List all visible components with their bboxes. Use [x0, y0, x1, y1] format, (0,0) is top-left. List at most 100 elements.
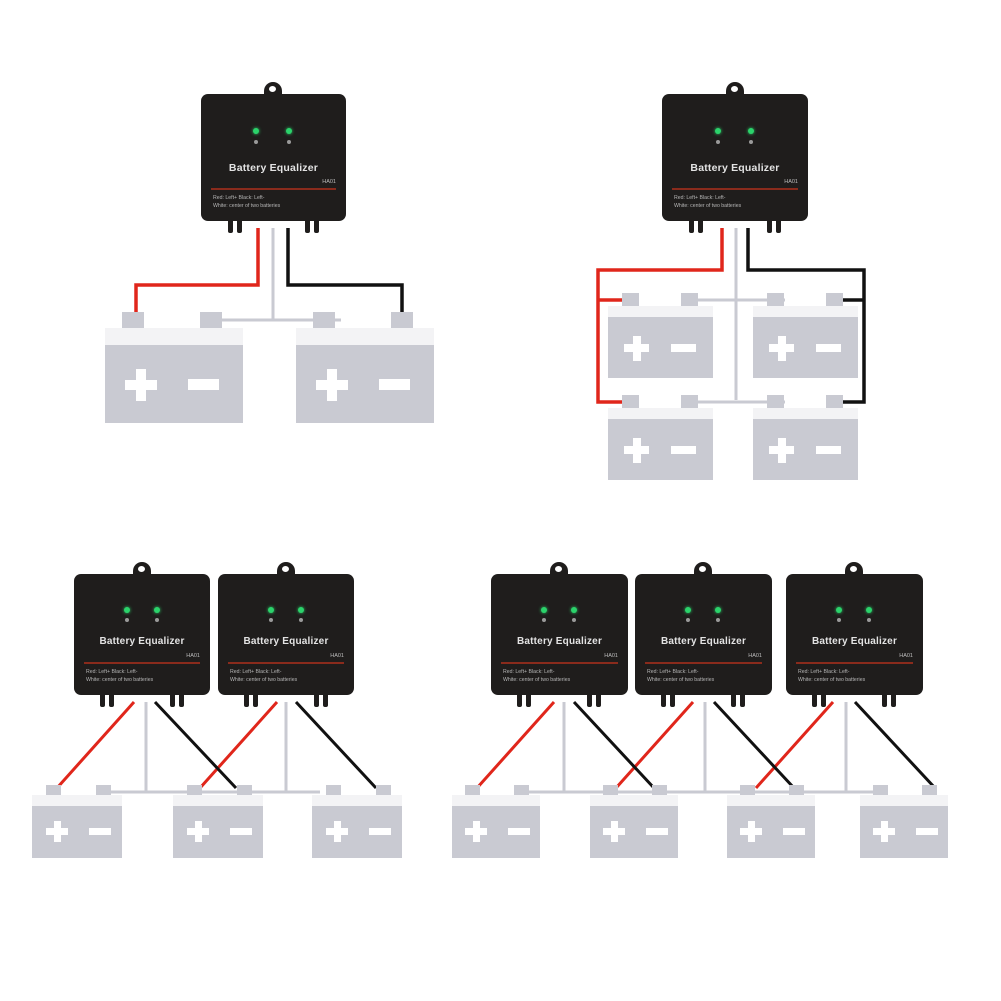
minus-icon	[783, 828, 805, 835]
terminal-leg	[517, 695, 522, 707]
negative-terminal	[681, 293, 698, 306]
wiring-note-line1: Red: Left+ Black: Left-	[798, 669, 850, 675]
positive-terminal	[740, 785, 755, 795]
equalizer-body	[491, 574, 628, 695]
led-label-mark	[572, 618, 576, 622]
terminal-leg	[767, 221, 772, 233]
negative-terminal	[391, 312, 413, 328]
battery-lid	[590, 795, 678, 806]
led-label-mark	[749, 140, 753, 144]
battery-equalizer-unit: Battery Equalizer HA01 Red: Left+ Black:…	[662, 82, 808, 237]
minus-icon	[379, 379, 410, 390]
plus-icon-vertical	[747, 821, 755, 842]
plus-icon-vertical	[632, 438, 641, 463]
equalizer-body	[786, 574, 923, 695]
plus-icon-vertical	[53, 821, 61, 842]
wiring-note-line1: Red: Left+ Black: Left-	[213, 195, 265, 201]
battery-lid	[727, 795, 815, 806]
battery-equalizer-unit: Battery Equalizer HA01 Red: Left+ Black:…	[635, 562, 772, 707]
device-title: Battery Equalizer	[660, 636, 747, 647]
led-indicator	[685, 607, 691, 613]
led-label-mark	[542, 618, 546, 622]
device-model: HA01	[604, 653, 618, 659]
battery-lid	[608, 306, 713, 317]
led-label-mark	[269, 618, 273, 622]
minus-icon	[916, 828, 938, 835]
wiring-note-line1: Red: Left+ Black: Left-	[674, 195, 726, 201]
terminal-leg	[323, 695, 328, 707]
diagram-4-batteries-wires	[596, 228, 866, 404]
negative-terminal	[376, 785, 391, 795]
equalizer-body	[201, 94, 346, 221]
wiring-note-line2: White: center of two batteries	[647, 677, 715, 683]
terminal-leg	[740, 695, 745, 707]
device-model: HA01	[330, 653, 344, 659]
led-indicator	[541, 607, 547, 613]
plus-icon-vertical	[632, 336, 641, 361]
terminal-leg	[100, 695, 105, 707]
minus-icon	[508, 828, 530, 835]
device-title: Battery Equalizer	[811, 636, 898, 647]
terminal-leg	[305, 221, 310, 233]
terminal-leg	[314, 221, 319, 233]
negative-terminal	[200, 312, 222, 328]
label-stripe	[796, 662, 913, 664]
plus-icon-vertical	[472, 821, 480, 842]
minus-icon	[816, 344, 841, 352]
battery	[753, 293, 858, 378]
led-indicator	[866, 607, 872, 613]
led-indicator	[286, 128, 292, 134]
equalizer-body	[662, 94, 808, 221]
terminal-leg	[731, 695, 736, 707]
wiring-note-line2: White: center of two batteries	[503, 677, 571, 683]
terminal-leg	[587, 695, 592, 707]
diagram-2-batteries-wires	[134, 228, 404, 322]
battery-lid	[753, 306, 858, 317]
wiring-note-line1: Red: Left+ Black: Left-	[503, 669, 555, 675]
wiring-note-line1: Red: Left+ Black: Left-	[86, 669, 138, 675]
plus-icon-vertical	[333, 821, 341, 842]
equalizer-body	[74, 574, 210, 695]
terminal-leg	[253, 695, 258, 707]
wiring-note-line2: White: center of two batteries	[86, 677, 154, 683]
terminal-leg	[228, 221, 233, 233]
led-label-mark	[716, 618, 720, 622]
wiring-note-line1: Red: Left+ Black: Left-	[230, 669, 282, 675]
battery	[753, 395, 858, 480]
led-indicator	[268, 607, 274, 613]
device-model: HA01	[899, 653, 913, 659]
minus-icon	[646, 828, 668, 835]
positive-terminal	[767, 293, 784, 306]
led-indicator	[715, 128, 721, 134]
battery-lid	[860, 795, 948, 806]
positive-terminal	[313, 312, 335, 328]
device-model: HA01	[784, 179, 798, 185]
terminal-leg	[244, 695, 249, 707]
terminal-leg	[526, 695, 531, 707]
led-label-mark	[287, 140, 291, 144]
battery-lid	[608, 408, 713, 419]
battery	[590, 785, 678, 858]
device-title: Battery Equalizer	[228, 162, 319, 174]
led-label-mark	[254, 140, 258, 144]
label-stripe	[501, 662, 618, 664]
battery	[608, 395, 713, 480]
device-model: HA01	[186, 653, 200, 659]
led-label-mark	[686, 618, 690, 622]
plus-icon-vertical	[194, 821, 202, 842]
terminal-leg	[670, 695, 675, 707]
positive-terminal	[622, 395, 639, 408]
positive-terminal	[767, 395, 784, 408]
minus-icon	[671, 344, 696, 352]
led-indicator	[298, 607, 304, 613]
terminal-leg	[237, 221, 242, 233]
battery-lid	[312, 795, 402, 806]
positive-terminal	[465, 785, 480, 795]
plus-icon-vertical	[610, 821, 618, 842]
led-indicator	[124, 607, 130, 613]
diagram-3-batteries-wires	[55, 700, 378, 794]
terminal-leg	[109, 695, 114, 707]
led-indicator	[748, 128, 754, 134]
device-model: HA01	[322, 179, 336, 185]
